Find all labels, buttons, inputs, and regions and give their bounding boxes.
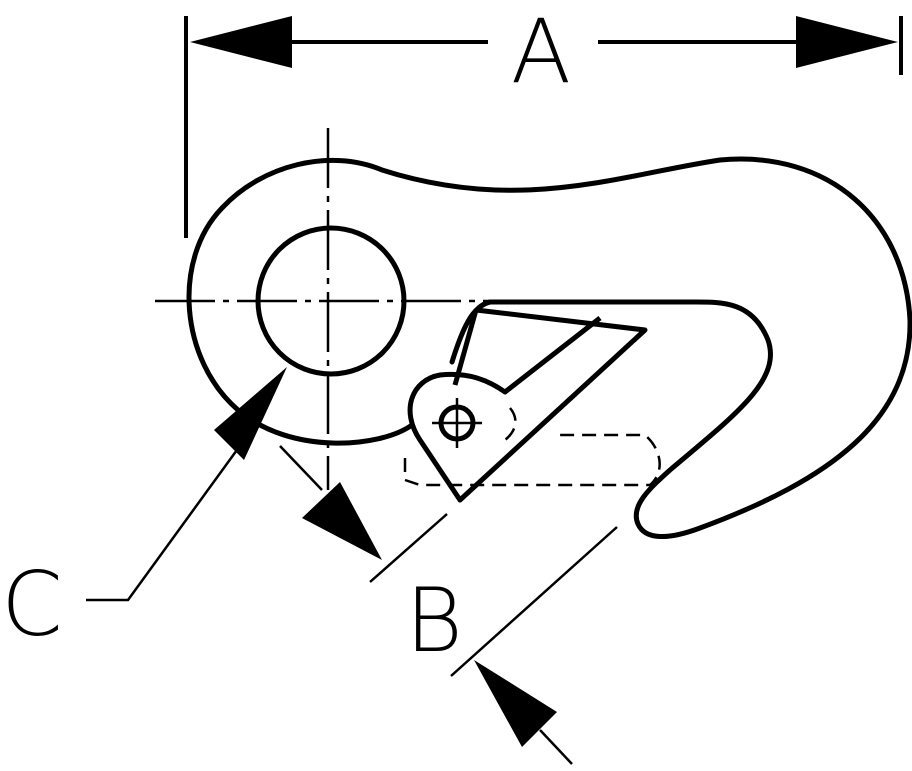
latch-outline xyxy=(407,307,648,503)
latch-fill-dummy xyxy=(452,309,479,386)
latch-open-position-dashed xyxy=(403,407,661,487)
dimension-c-arrowhead xyxy=(214,367,287,460)
dimension-a-right-arrowhead xyxy=(796,16,898,68)
eye-center-lines xyxy=(155,128,490,490)
spring-latch xyxy=(407,307,648,503)
dimension-a-left-arrowhead xyxy=(190,16,292,68)
hook-body xyxy=(186,156,912,540)
dimension-c xyxy=(86,367,287,602)
dimension-b-lower-arrowhead xyxy=(474,660,557,747)
dimension-b-extension-2 xyxy=(450,526,618,677)
dimension-b xyxy=(279,445,618,765)
dimension-c-leader xyxy=(86,431,252,602)
hook-inner-curve xyxy=(449,299,493,365)
dimension-b-extension-1 xyxy=(369,513,448,583)
dimension-b-upper-arrowhead xyxy=(302,482,382,560)
hook-outline xyxy=(186,156,912,540)
dimension-a-label: A xyxy=(511,0,571,103)
dimension-a xyxy=(184,16,903,238)
dimension-b-upper-leader xyxy=(279,445,323,491)
dimension-b-lower-leader xyxy=(539,729,573,765)
dimension-c-label: C xyxy=(1,553,62,656)
dimension-b-label: B xyxy=(405,569,463,672)
